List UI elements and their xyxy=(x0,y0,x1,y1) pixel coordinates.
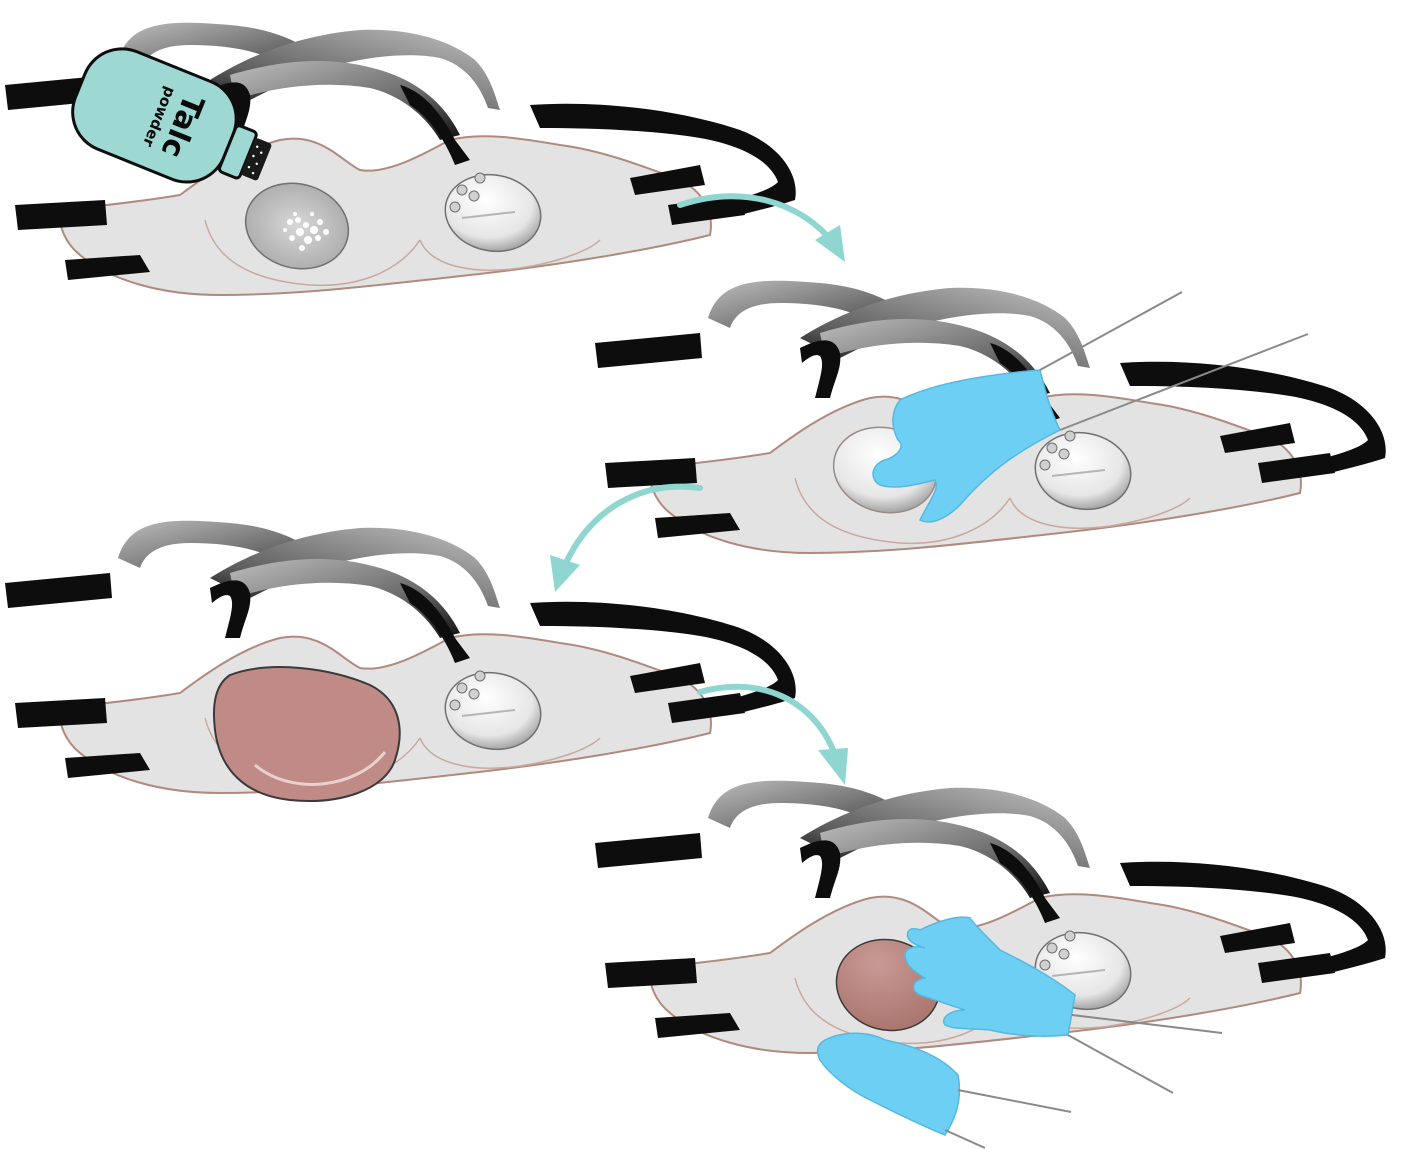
step-insert-prosthesis xyxy=(5,521,796,801)
step-position-prosthesis xyxy=(595,781,1386,1148)
breast-prosthesis xyxy=(214,667,400,801)
step-apply-powder: Talc powder xyxy=(5,23,796,295)
gloved-hand-lower xyxy=(818,1033,1071,1148)
step-smooth-powder xyxy=(595,281,1386,553)
